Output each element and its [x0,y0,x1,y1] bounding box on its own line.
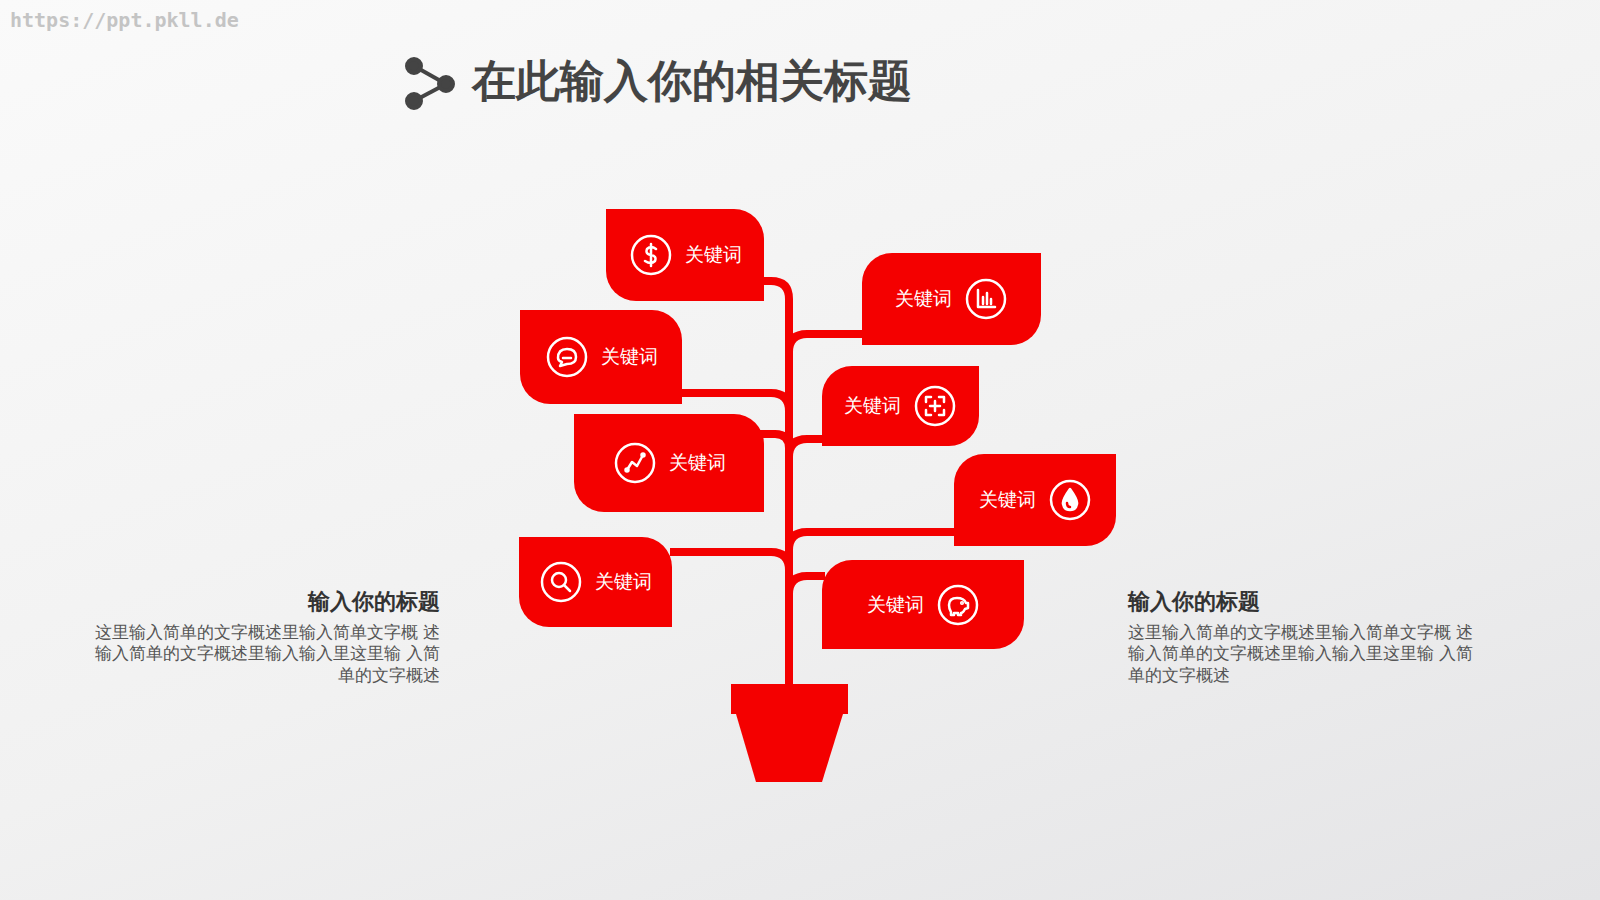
leaf-icon [613,441,657,485]
leaf-box: 关键词 [519,537,672,627]
title-icon [407,59,453,108]
leaf-box: 关键词 [520,310,682,404]
leaf-icon [936,583,980,627]
keyword-text: 关键词 [979,487,1036,513]
leaf-icon [913,384,957,428]
leaf-icon [539,560,583,604]
section-body: 这里输入简单的文字概述里输入简单文字概 述输入简单的文字概述里输入输入里这里输 … [1128,622,1478,686]
keyword-text: 关键词 [601,344,658,370]
leaf-box: 关键词 [862,253,1041,345]
section-heading: 输入你的标题 [1128,588,1478,616]
slide-title: 在此输入你的相关标题 [472,52,912,111]
keyword-text: 关键词 [844,393,901,419]
leaf-icon [964,277,1008,321]
leaf-box: 关键词 [822,560,1024,649]
flower-pot [731,684,848,782]
leaf-box: 关键词 [954,454,1116,546]
watermark: https://ppt.pkll.de [10,8,239,33]
leaf-icon [1048,478,1092,522]
keyword-text: 关键词 [685,242,742,268]
leaf-box: 关键词 [822,366,979,446]
leaf-icon [629,233,673,277]
section-body: 这里输入简单的文字概述里输入简单文字概 述输入简单的文字概述里输入输入里这里输 … [90,622,440,686]
keyword-text: 关键词 [595,569,652,595]
section-heading: 输入你的标题 [90,588,440,616]
leaf-icon [545,335,589,379]
keyword-text: 关键词 [867,592,924,618]
keyword-text: 关键词 [895,286,952,312]
leaf-box: 关键词 [606,209,764,301]
leaf-box: 关键词 [574,414,764,512]
keyword-text: 关键词 [669,450,726,476]
